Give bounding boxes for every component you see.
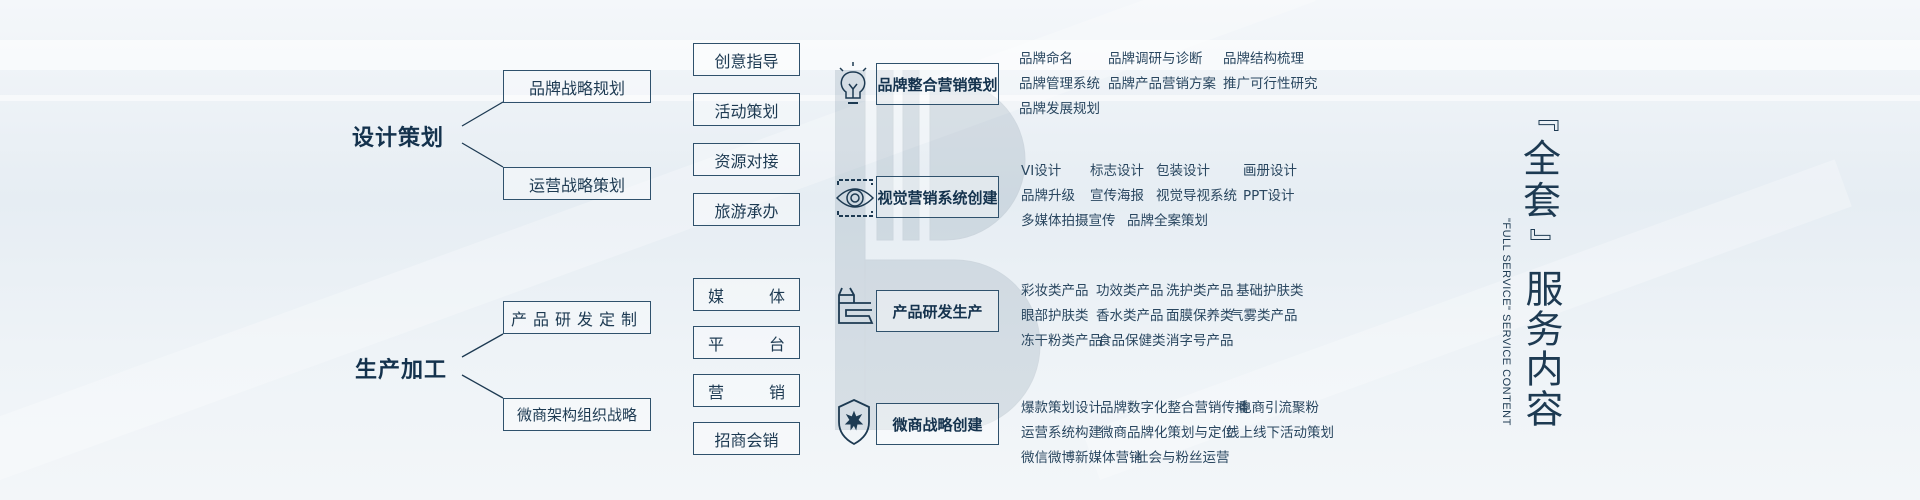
service-item: 品牌调研与诊断 [1108,51,1203,67]
tag-creative[interactable]: 创意指导 [693,43,800,76]
tag-char: 体 [768,286,785,306]
service-item: 推广可行性研究 [1223,76,1318,92]
bracket-open: 『 [1525,102,1560,132]
b-logo-watermark [835,70,1041,430]
service-item: 香水类产品 [1096,308,1164,324]
tag-marketing[interactable]: 营销 [693,374,800,407]
tag-char: 平 [708,334,725,354]
service-brand-marketing[interactable]: 品牌整合营销策划 [876,63,999,105]
service-item: 画册设计 [1243,163,1297,179]
service-item: 品牌发展规划 [1019,101,1100,117]
bracket-close: 』 [1525,228,1560,258]
side-rest: 服务内容 [1519,269,1563,429]
service-item: 微信微博新媒体营销 [1021,450,1143,466]
service-item: 多媒体拍摄宣传 [1021,213,1116,229]
service-item: 运营系统构建 [1021,425,1102,441]
service-item: VI设计 [1021,163,1062,179]
shield-icon [838,399,870,446]
service-visual-marketing[interactable]: 视觉营销系统创建 [876,176,999,218]
service-product-rd[interactable]: 产品研发生产 [876,290,999,332]
service-item: 品牌管理系统 [1019,76,1100,92]
service-item: 标志设计 [1090,163,1144,179]
lightbulb-icon [839,62,867,104]
side-char: 全 [1522,137,1561,181]
service-item: 消字号产品 [1166,333,1234,349]
sub-product-custom[interactable]: 产品研发定制 [503,301,651,334]
product-icon [838,287,874,324]
tag-investment[interactable]: 招商会销 [693,422,800,455]
tag-media[interactable]: 媒体 [693,278,800,311]
service-item: 电商引流聚粉 [1238,400,1319,416]
sub-brand-strategy[interactable]: 品牌战略规划 [503,70,651,103]
tag-resources[interactable]: 资源对接 [693,143,800,176]
tag-char: 媒 [708,286,725,306]
service-item: 品牌命名 [1019,51,1073,67]
sub-operation-strategy[interactable]: 运营战略策划 [503,167,651,200]
service-item: 微商品牌化策划与定位 [1100,425,1235,441]
service-item: 食品保健类 [1098,333,1166,349]
service-item: 彩妆类产品 [1021,283,1089,299]
bg-stripe [0,95,1920,101]
service-item: 面膜保养类 [1166,308,1234,324]
service-item: 视觉导视系统 [1156,188,1237,204]
service-item: 功效类产品 [1096,283,1164,299]
service-item: 品牌升级 [1021,188,1075,204]
service-item: 基础护肤类 [1236,283,1304,299]
service-item: 品牌产品营销方案 [1108,76,1216,92]
service-item: 包装设计 [1156,163,1210,179]
bg-stripe [0,40,1920,70]
service-item: 气雾类产品 [1230,308,1298,324]
group-title-design: 设计策划 [352,126,445,151]
group-title-production: 生产加工 [355,358,448,383]
service-item: 眼部护肤类 [1021,308,1089,324]
tag-char: 销 [768,382,785,402]
eye-icon [836,179,875,217]
tag-char: 台 [768,334,785,354]
service-item: 品牌全案策划 [1127,213,1208,229]
service-item: 宣传海报 [1090,188,1144,204]
service-item: 品牌结构梳理 [1223,51,1304,67]
side-title: 『 全 套 』 服务内容 [1519,96,1564,434]
service-item: 爆款策划设计 [1021,400,1102,416]
tag-char: 营 [708,382,725,402]
side-english: "FULL SERVICE" SERVICE CONTENT [1500,218,1512,426]
service-item: PPT设计 [1243,188,1295,204]
service-wechat-strategy[interactable]: 微商战略创建 [876,403,999,445]
service-item: 线上线下活动策划 [1226,425,1334,441]
service-item: 洗护类产品 [1166,283,1234,299]
tag-platform[interactable]: 平台 [693,326,800,359]
tag-activity[interactable]: 活动策划 [693,93,800,126]
service-item: 冻干粉类产品 [1021,333,1102,349]
sub-wechat-structure[interactable]: 微商架构组织战略 [503,398,651,431]
service-item: 品牌数字化整合营销传播 [1100,400,1249,416]
side-char: 套 [1522,179,1561,223]
tag-travel[interactable]: 旅游承办 [693,193,800,226]
service-item: 社会与粉丝运营 [1135,450,1230,466]
